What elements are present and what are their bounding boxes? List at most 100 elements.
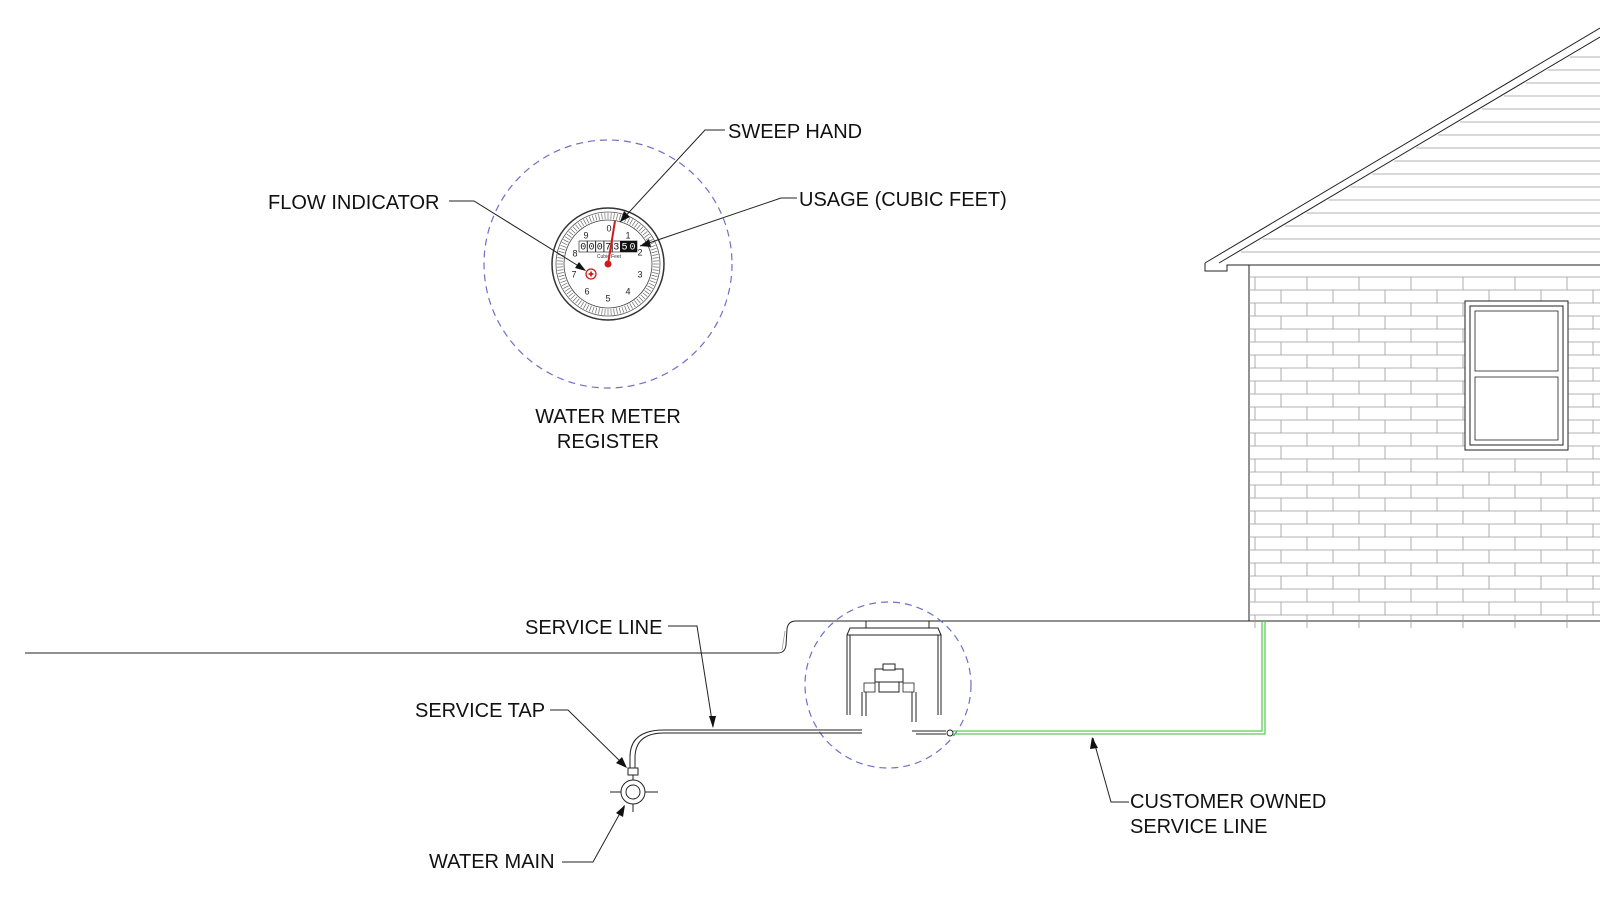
dial-tick	[570, 228, 576, 234]
sweep-hand-arrow	[620, 211, 630, 222]
dial-number-9: 9	[583, 230, 588, 240]
water-meter	[861, 663, 917, 722]
dial-tick	[561, 282, 568, 286]
dial-number-6: 6	[584, 286, 589, 296]
dial-tick	[570, 294, 576, 300]
dial-tick	[651, 251, 658, 254]
dial-tick	[626, 217, 630, 224]
dial-number-5: 5	[605, 293, 610, 303]
register-detail-circle	[483, 139, 733, 389]
roof-line-fascia	[1204, 263, 1600, 272]
dial-tick	[557, 257, 564, 259]
meter-box	[846, 627, 942, 715]
dial-number-0: 0	[606, 223, 611, 233]
dial-number-3: 3	[637, 269, 642, 279]
dial-tick	[575, 224, 580, 230]
dial-tick	[586, 304, 590, 311]
dial-tick	[563, 239, 569, 243]
dial-tick	[645, 287, 652, 292]
dial-tick	[613, 213, 615, 220]
dial-tick	[631, 220, 636, 227]
dial-tick	[647, 285, 653, 289]
dial-tick	[651, 274, 658, 277]
dial-tick	[601, 308, 603, 315]
usage-arrow	[640, 239, 651, 247]
house	[1204, 27, 1600, 628]
dial-tick	[583, 219, 587, 225]
dial-tick	[572, 226, 578, 232]
sweep-hand-leader	[619, 129, 725, 223]
service-tap-arrow	[616, 757, 627, 768]
odometer-digit-5: 3	[613, 243, 619, 254]
dial-tick	[613, 308, 615, 315]
odometer-digit-4: 7	[605, 243, 611, 254]
dial-tick	[634, 300, 639, 306]
service-tap-label: SERVICE TAP	[415, 700, 545, 722]
dial-tick	[652, 254, 659, 256]
flow-indicator-leader	[449, 200, 586, 271]
dial-tick	[636, 298, 641, 304]
dial-number-4: 4	[625, 286, 630, 296]
dial-tick	[598, 308, 600, 315]
dial-tick	[640, 228, 646, 234]
dial-tick	[649, 280, 656, 284]
dial-tick	[557, 272, 564, 274]
dial-tick	[591, 306, 595, 313]
dial-tick	[629, 219, 633, 225]
dial-tick	[629, 303, 633, 309]
house-window	[1464, 300, 1569, 451]
dial-tick	[560, 244, 567, 248]
dial-tick	[624, 305, 628, 312]
meter-pit-circle	[804, 601, 972, 769]
dial-number-7: 7	[571, 269, 576, 279]
dial-tick	[650, 247, 657, 251]
dial-tick	[566, 233, 572, 238]
meter-outlet-pipe	[912, 730, 946, 735]
register-title-line-2: REGISTER	[557, 431, 659, 453]
customer-line-label-line-1: CUSTOMER OWNED	[1130, 791, 1326, 813]
service-tap-leader	[550, 709, 627, 768]
dial-tick	[559, 277, 566, 281]
dial-tick	[621, 306, 625, 313]
dial-tick	[631, 301, 636, 308]
dial-tick	[557, 269, 564, 271]
dial-tick	[568, 231, 574, 236]
register-title-line-1: WATER METER	[535, 406, 681, 428]
customer-service-line	[953, 621, 1266, 735]
dial-tick	[577, 300, 582, 306]
meter-pit	[804, 601, 972, 769]
dial-tick	[652, 272, 659, 274]
odometer-digit-1: 0	[580, 243, 586, 254]
water-main-leader	[562, 805, 625, 863]
roof-line-outer	[1204, 27, 1600, 264]
dial-tick	[626, 304, 630, 311]
dial-number-2: 2	[637, 247, 642, 257]
dial-tick	[575, 298, 580, 304]
customer-line-label-line-2: SERVICE LINE	[1130, 816, 1267, 838]
dial-tick	[564, 287, 571, 292]
dial-tick	[595, 307, 598, 314]
dial-tick	[568, 292, 574, 297]
odometer-digit-6: 5	[621, 243, 627, 254]
dial-tick	[616, 213, 618, 220]
dial-tick	[601, 213, 603, 220]
service-line-label: SERVICE LINE	[525, 617, 662, 639]
roof-line-inner	[1218, 36, 1600, 264]
dial-tick	[652, 257, 659, 259]
dial-tick	[561, 242, 568, 246]
dial-tick	[638, 296, 644, 302]
dial-tick	[558, 274, 565, 277]
water-main-label: WATER MAIN	[429, 851, 555, 873]
dial-tick	[645, 236, 652, 241]
dial-tick	[580, 220, 585, 227]
outlet-fitting	[946, 729, 954, 737]
water-main-arrow	[616, 805, 625, 817]
dial-tick	[616, 308, 618, 315]
customer-line-arrow	[1090, 737, 1098, 749]
dial-tick	[563, 285, 569, 289]
dial-tick	[566, 290, 572, 295]
register-detail: 0 1 2 3 4 5 6 7 8 9 0 0 0 7 3 5	[268, 121, 1007, 453]
service-line-pipe-top	[629, 729, 862, 770]
dial-tick	[644, 233, 650, 238]
